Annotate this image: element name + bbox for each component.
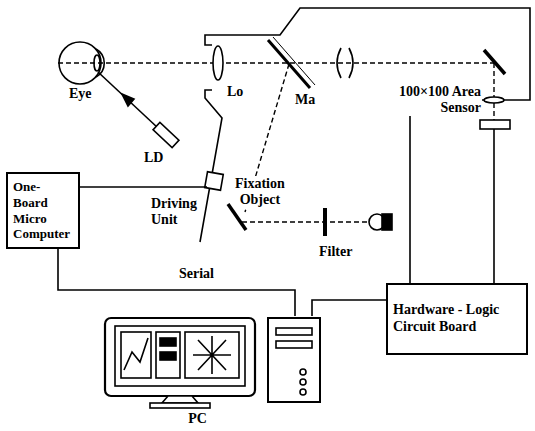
area-sensor — [480, 120, 510, 129]
sensor-lens — [484, 97, 504, 103]
relay-lens — [337, 48, 341, 78]
drive-slot — [276, 341, 312, 348]
monitor-base — [150, 403, 210, 408]
optical-axis — [58, 62, 494, 63]
laser-diode — [153, 122, 179, 147]
tower-button — [300, 389, 306, 395]
screen-block — [160, 352, 176, 360]
circuit-board-box: Hardware - Logic Circuit Board — [386, 283, 528, 355]
node-text: PC — [100, 411, 295, 428]
tower-button — [300, 369, 306, 375]
screen-star — [193, 336, 231, 374]
screen-block — [160, 338, 176, 346]
optical-axis — [493, 63, 494, 120]
screen-window — [185, 332, 239, 378]
fold-mirror — [484, 50, 505, 74]
part-label: 100×100 Area Sensor — [398, 84, 482, 116]
part-label: Eye — [68, 86, 93, 102]
monitor — [105, 318, 255, 396]
part-label: Fixation Object — [234, 176, 286, 208]
filter-plate — [323, 208, 327, 236]
signal-cable — [312, 300, 386, 316]
part-label: Lo — [226, 84, 244, 100]
pc-tower — [268, 318, 320, 402]
beam-arrowhead — [122, 94, 134, 106]
sensor-wire — [493, 129, 495, 283]
screen-graph — [124, 338, 148, 370]
objective-lens — [213, 46, 223, 80]
laser-beam — [98, 72, 158, 128]
controller-box: One-Board Micro Computer — [6, 172, 80, 249]
screen-window — [121, 332, 151, 378]
screen — [115, 326, 245, 386]
control-wire — [80, 186, 207, 188]
tower-button — [300, 379, 306, 385]
fixation-path — [242, 221, 370, 222]
lamp-socket — [382, 214, 392, 230]
half-mirror — [273, 37, 315, 85]
monitor-stand — [162, 396, 198, 403]
screen-window — [156, 332, 180, 378]
edge-label: Serial — [178, 266, 215, 282]
relay-lens — [349, 48, 353, 78]
part-label: Driving Unit — [150, 196, 198, 228]
part-label: LD — [143, 150, 164, 166]
drive-slot — [276, 328, 312, 335]
part-label: Ma — [294, 92, 316, 108]
part-label: Filter — [318, 244, 353, 260]
housing-outline — [205, 8, 530, 283]
signal-cable — [58, 249, 295, 316]
pc-node: PC — [100, 316, 325, 428]
driving-unit — [205, 172, 224, 191]
node-text: One-Board Micro Computer — [13, 179, 73, 241]
fixation-plate — [200, 90, 222, 242]
node-text: Hardware - Logic Circuit Board — [393, 302, 521, 336]
